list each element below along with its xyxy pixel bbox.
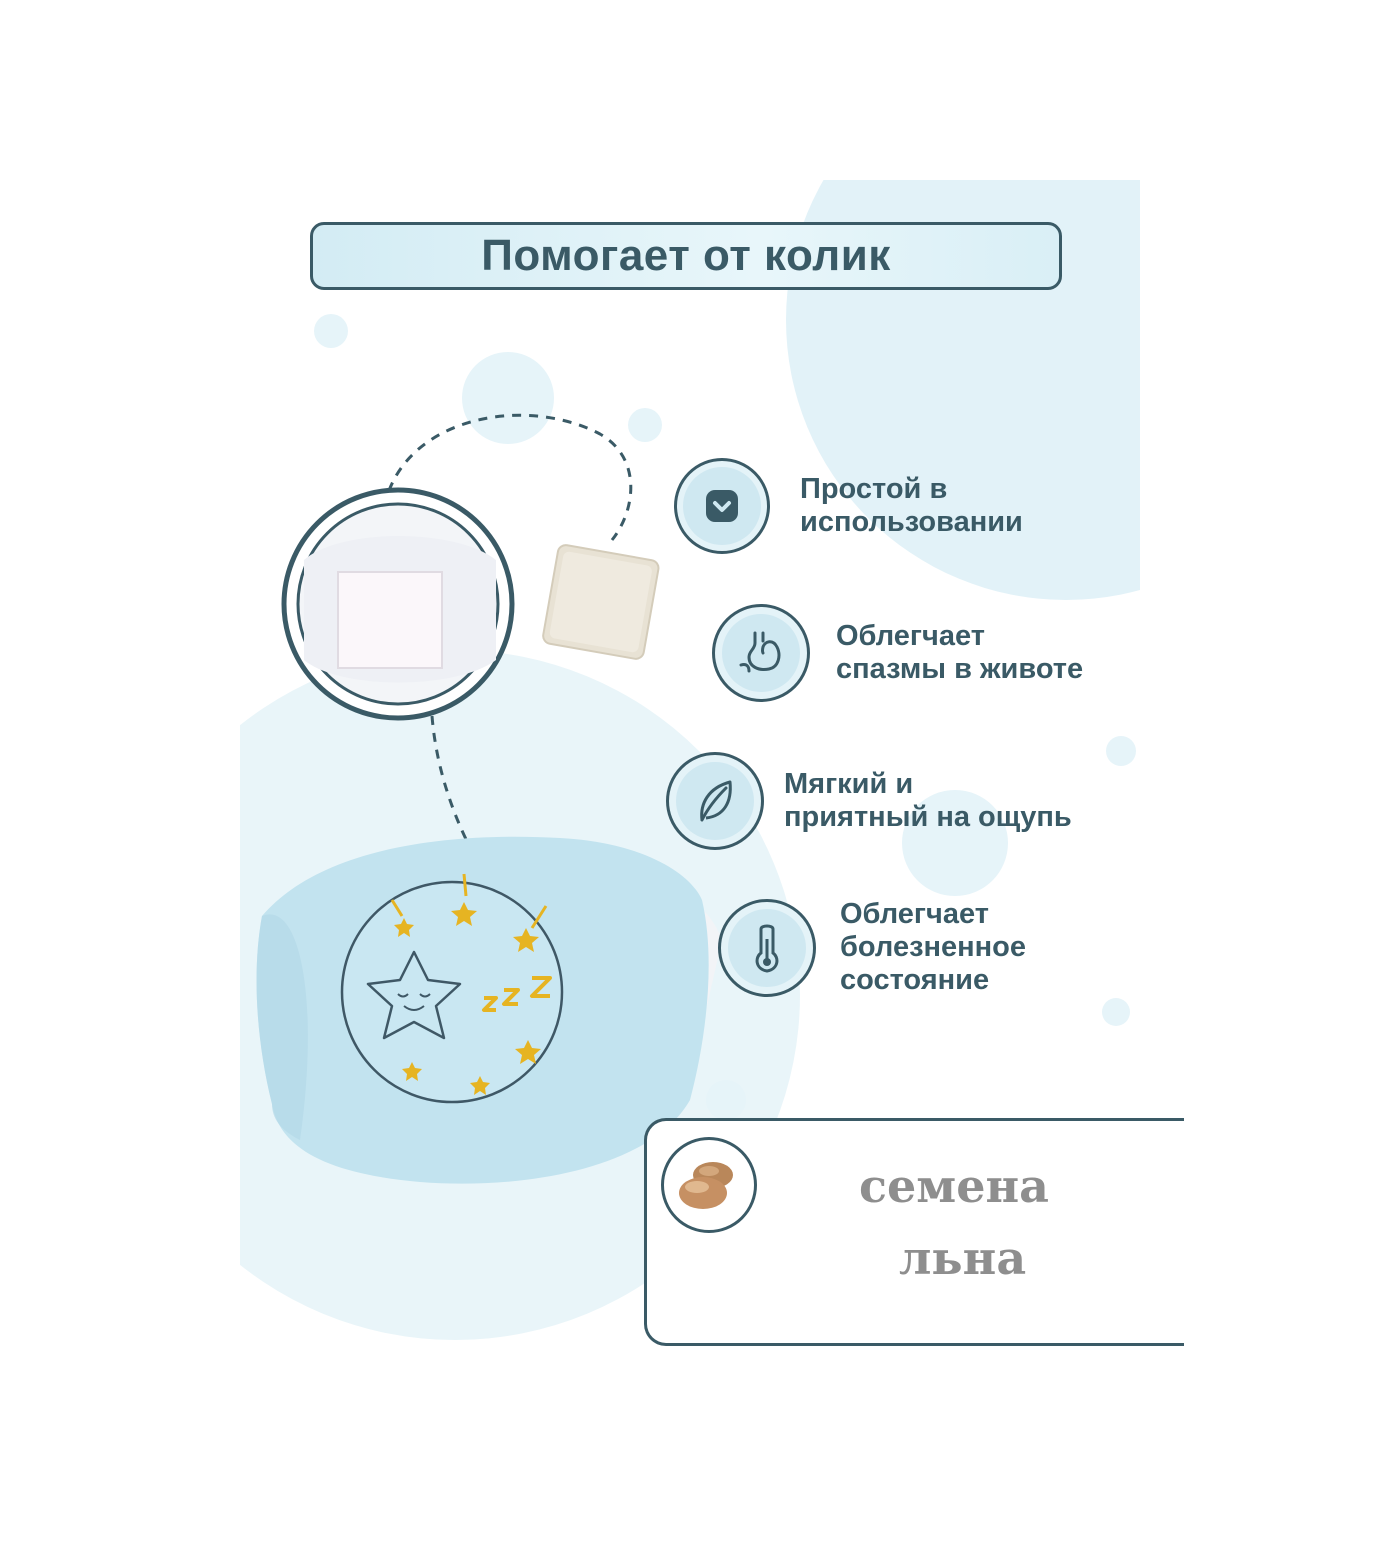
- bg-bubble: [1106, 736, 1136, 766]
- filler-label-line1: семена: [859, 1159, 1049, 1213]
- feature-icon-ring: [718, 898, 816, 997]
- bg-bubble: [706, 1080, 746, 1120]
- title-banner: Помогает от колик: [310, 222, 1062, 290]
- bg-bubble: [314, 314, 348, 348]
- filler-info-box: семена льна: [644, 1118, 1184, 1346]
- stomach-icon: [739, 631, 781, 673]
- feature-icon-ring: [674, 458, 770, 554]
- feature-text: Облегчает болезненное состояние: [840, 898, 1026, 997]
- seed-insert-pad: [542, 544, 660, 660]
- feature-text: Простой в использовании: [800, 473, 1023, 539]
- feature-line: приятный на ощупь: [784, 801, 1072, 833]
- dashed-arrow-curve: [380, 413, 633, 541]
- belt-shading: [256, 914, 308, 1140]
- feature-icon-ring: [712, 604, 810, 702]
- feature-line: использовании: [800, 506, 1023, 538]
- feature-text: Мягкий и приятный на ощупь: [784, 768, 1072, 834]
- feature-easy-to-use: Простой в использовании: [674, 458, 1023, 554]
- feature-relieves-spasms: Облегчает спазмы в животе: [712, 604, 1083, 702]
- filler-label-line2: льна: [899, 1231, 1027, 1285]
- page-title: Помогает от колик: [481, 231, 891, 280]
- leaf-icon: [700, 780, 732, 822]
- thermometer-icon: [755, 924, 779, 973]
- feature-line: Простой в: [800, 473, 948, 505]
- zzz-mark: [482, 976, 552, 1012]
- feature-icon-ring: [666, 752, 764, 850]
- bg-bubble: [462, 352, 554, 444]
- feature-line: болезненное: [840, 931, 1027, 963]
- filler-icon-ring: [661, 1137, 757, 1233]
- bg-bubble: [902, 790, 1008, 896]
- feature-soft-to-touch: Мягкий и приятный на ощупь: [666, 752, 1072, 850]
- flax-seeds-icon: [679, 1162, 733, 1209]
- pocket: [337, 571, 443, 669]
- sleeping-star: [366, 950, 462, 1040]
- feature-line: состояние: [840, 964, 990, 996]
- pocket-icon: [706, 490, 738, 522]
- bg-bubble: [628, 408, 662, 442]
- feature-relieves-pain: Облегчает болезненное состояние: [718, 898, 1026, 997]
- feature-line: спазмы в животе: [836, 653, 1084, 685]
- feature-line: Мягкий и: [784, 768, 914, 800]
- gold-stars: [394, 902, 541, 1095]
- feature-text: Облегчает спазмы в животе: [836, 620, 1083, 686]
- bg-bubble: [1102, 998, 1130, 1026]
- feature-line: Облегчает: [836, 620, 985, 652]
- feature-line: Облегчает: [840, 898, 989, 930]
